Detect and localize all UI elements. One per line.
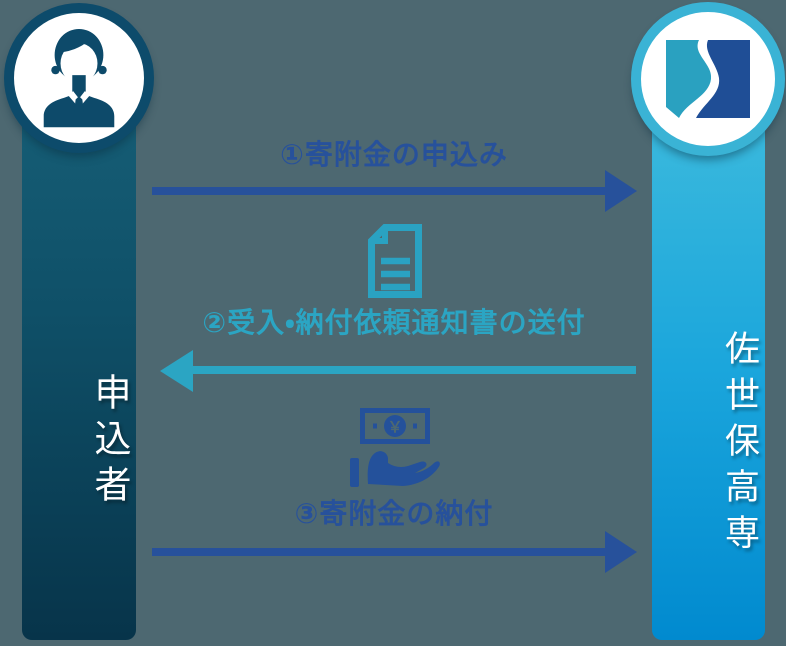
institution-logo-badge (631, 2, 785, 156)
flow-1-label: ①寄附金の申込み (280, 139, 508, 170)
flow-2-label: ②受入・納付依頼通知書の送付 (202, 307, 586, 338)
document-icon (368, 224, 422, 298)
institution-label: 佐世保高専 (720, 330, 759, 560)
flow-2-arrow-shaft (192, 366, 636, 374)
sasebo-kosen-logo-icon (666, 40, 750, 118)
applicant-bar: 申込者 (22, 70, 136, 640)
institution-bar: 佐世保高専 (652, 70, 765, 640)
applicant-label: 申込者 (89, 373, 130, 511)
applicant-avatar (4, 3, 154, 153)
money-in-hand-icon: ￥ (348, 406, 442, 488)
flow-3-arrow-shaft (152, 548, 607, 556)
flow-3-arrowhead-right-icon (605, 531, 637, 573)
flow-1-arrowhead-right-icon (605, 170, 637, 212)
yen-symbol: ￥ (387, 419, 402, 436)
flow-3-label: ③寄附金の納付 (294, 498, 494, 529)
flow-2-arrowhead-left-icon (160, 350, 193, 392)
businessman-icon (43, 28, 115, 127)
flow-1-arrow-shaft (152, 187, 607, 195)
